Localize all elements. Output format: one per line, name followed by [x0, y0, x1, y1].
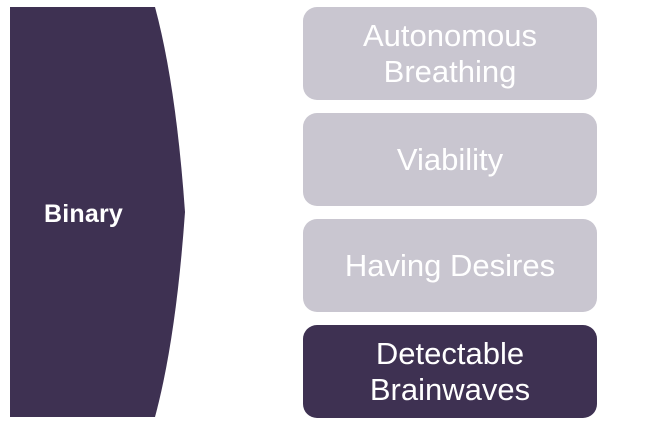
stage-box-detectable-brainwaves: Detectable Brainwaves: [303, 325, 597, 418]
stage-box-viability: Viability: [303, 113, 597, 206]
pentagon-arrow-path: [10, 7, 185, 417]
stage-box-having-desires: Having Desires: [303, 219, 597, 312]
stage-list: Autonomous Breathing Viability Having De…: [303, 7, 597, 418]
stage-box-autonomous-breathing: Autonomous Breathing: [303, 7, 597, 100]
binary-arrow-shape: [10, 7, 185, 417]
